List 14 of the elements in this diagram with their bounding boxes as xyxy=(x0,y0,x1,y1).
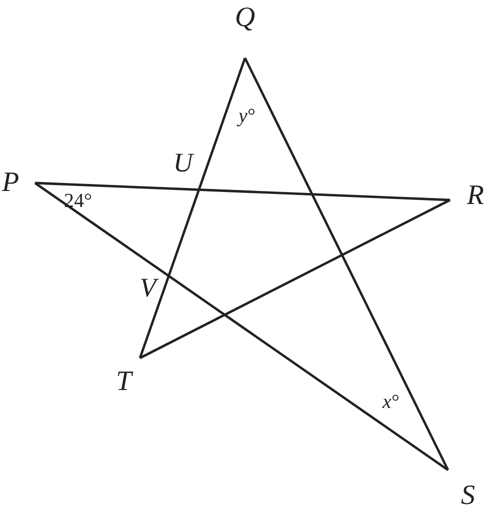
line-segment xyxy=(34,182,449,471)
line-segment xyxy=(244,57,450,471)
vertex-label: P xyxy=(2,168,35,198)
angle-label: x° xyxy=(382,392,400,412)
vertex-label: R xyxy=(450,180,484,212)
vertex-label: S xyxy=(445,470,475,510)
angle-label: y° xyxy=(238,106,256,126)
vertex-label: Q xyxy=(228,4,262,58)
line-segment xyxy=(138,58,246,358)
line-segment xyxy=(139,198,451,360)
point-label: U xyxy=(173,150,193,176)
point-label: V xyxy=(140,274,156,302)
vertex-label: T xyxy=(116,358,146,396)
line-segment xyxy=(34,182,450,202)
